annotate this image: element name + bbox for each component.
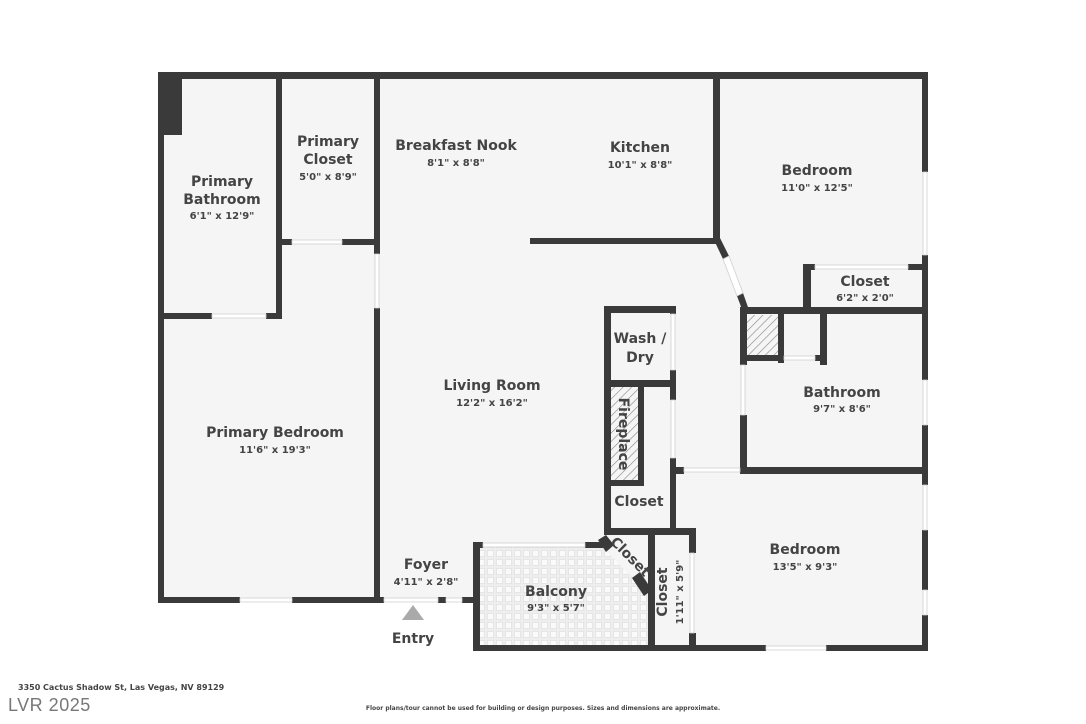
entry-label: Entry [392,631,434,647]
room-name: Closet [840,274,890,290]
room-dims: 9'7" x 8'6" [813,404,871,415]
room-living-room: Living Room 12'2" x 16'2" [443,378,540,409]
disclaimer: Floor plans/tour cannot be used for buil… [365,705,721,712]
room-name: Foyer [404,557,448,573]
openings [211,171,928,651]
walls [158,72,928,651]
property-address: 3350 Cactus Shadow St, Las Vegas, NV 891… [18,683,225,692]
room-dims: 10'1" x 8'8" [608,160,673,171]
room-hall-closet: Closet [614,494,664,510]
floor-area [160,75,925,650]
room-balcony: Balcony 9'3" x 5'7" [525,584,587,614]
fireplace-hatch [610,386,638,482]
svg-text:Primary: Primary [297,134,359,150]
room-labels: Primary Bathroom 6'1" x 12'9" Primary Cl… [183,134,894,624]
room-dims: 4'11" x 2'8" [394,577,459,588]
room-primary-bathroom: Primary Bathroom 6'1" x 12'9" [183,174,261,222]
room-dims: 6'2" x 2'0" [836,293,894,304]
balcony-tile-floor [476,545,648,648]
watermark: LVR 2025 [8,695,91,715]
room-dims: 12'2" x 16'2" [456,398,528,409]
room-name: Bedroom [770,542,841,558]
room-name: Balcony [525,584,587,600]
room-dims: 6'1" x 12'9" [190,211,255,222]
room-bedroom-closet: Closet 6'2" x 2'0" [836,274,894,304]
room-dims: 8'1" x 8'8" [427,158,485,169]
svg-text:Dry: Dry [626,350,654,366]
entry-arrow-icon [402,605,424,620]
room-primary-bedroom: Primary Bedroom 11'6" x 19'3" [206,425,344,456]
room-name: Primary Bedroom [206,425,344,441]
room-breakfast-nook: Breakfast Nook 8'1" x 8'8" [395,138,517,169]
room-primary-closet: Primary Closet 5'0" x 8'9" [297,134,359,183]
room-fireplace: Fireplace [615,398,631,471]
room-dims: 11'6" x 19'3" [239,445,311,456]
room-dims: 13'5" x 9'3" [773,562,838,573]
room-dims: 11'0" x 12'5" [781,183,853,194]
room-name: Fireplace [615,398,631,471]
room-name: Living Room [443,378,540,394]
room-bathroom: Bathroom 9'7" x 8'6" [803,385,881,415]
room-bedroom-1: Bedroom 11'0" x 12'5" [781,163,853,194]
room-name: Breakfast Nook [395,138,517,154]
room-name: Bathroom [803,385,881,401]
room-kitchen: Kitchen 10'1" x 8'8" [608,140,673,171]
room-small-closet: Closet 1'11" x 5'9" [655,560,686,625]
room-foyer: Foyer 4'11" x 2'8" [394,557,459,588]
room-name: Closet [614,494,664,510]
svg-text:Bathroom: Bathroom [183,192,261,208]
svg-text:Primary: Primary [191,174,253,190]
room-name: Bedroom [782,163,853,179]
svg-text:Closet: Closet [303,152,353,168]
hatched-fixture-bath [746,315,778,355]
svg-text:Wash /: Wash / [614,331,668,347]
room-dims: 1'11" x 5'9" [675,560,686,625]
room-name: Closet [655,567,671,617]
room-wash-dry: Wash / Dry [614,331,668,366]
room-dims: 9'3" x 5'7" [527,603,585,614]
room-bedroom-2: Bedroom 13'5" x 9'3" [770,542,841,573]
room-dims: 5'0" x 8'9" [299,172,357,183]
room-name: Kitchen [610,140,670,156]
